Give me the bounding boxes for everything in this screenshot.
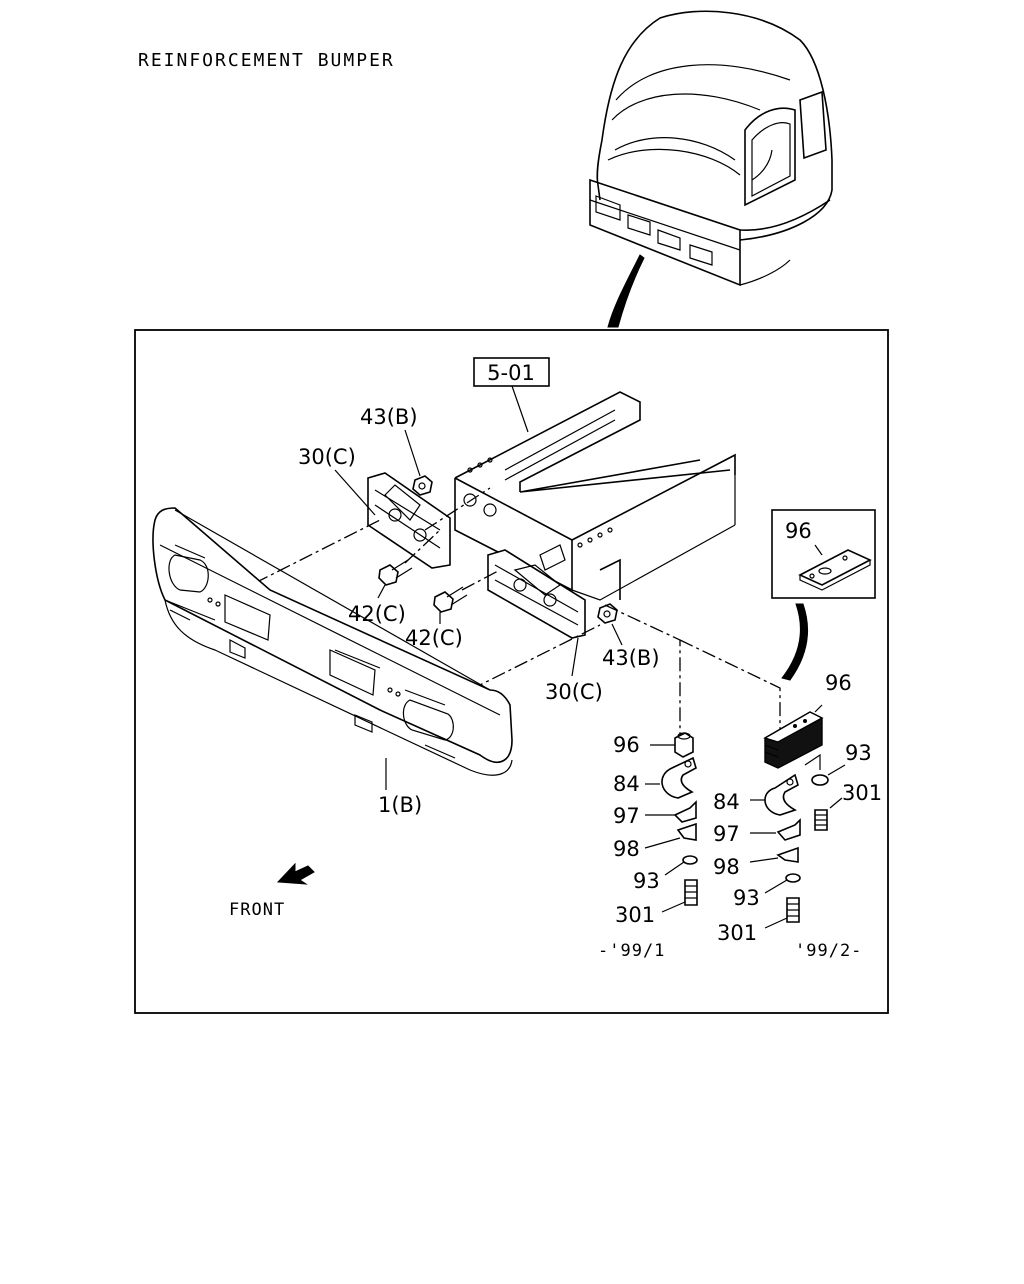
bracket-97-left (645, 800, 697, 823)
washer-93-right-2 (764, 873, 801, 894)
label-98-left: 98 (613, 837, 640, 861)
nut-43b-top (404, 429, 433, 496)
inset-pointer (781, 603, 809, 681)
washer-93-right (811, 764, 846, 786)
label-97-right: 97 (713, 822, 740, 846)
bumper-assembly (152, 507, 513, 790)
bracket-98-right (749, 846, 799, 863)
label-96-right: 96 (825, 671, 852, 695)
truck-cab-illustration (589, 10, 833, 287)
label-84-left: 84 (613, 772, 640, 796)
label-301-left: 301 (615, 903, 655, 927)
bolt-301-right (814, 797, 843, 831)
label-96-inset: 96 (785, 519, 812, 543)
bracket-right (487, 549, 586, 639)
label-97-left: 97 (613, 804, 640, 828)
spacer-96-right (763, 704, 824, 770)
bolt-301-right-2 (764, 897, 800, 929)
label-93-left: 93 (633, 869, 660, 893)
label-93-right-2: 93 (733, 886, 760, 910)
label-1b: 1(B) (378, 793, 422, 817)
label-84-right: 84 (713, 790, 740, 814)
chassis-frame (454, 391, 736, 601)
label-42c-b: 42(C) (405, 626, 463, 650)
bolt-301-left (661, 879, 698, 913)
label-96-left: 96 (613, 733, 640, 757)
label-93-right: 93 (845, 741, 872, 765)
align-line-4 (604, 604, 681, 735)
label-301-right: 301 (842, 781, 882, 805)
washer-93-left (664, 855, 698, 876)
label-30c-top: 30(C) (298, 445, 356, 469)
inset-box-96 (771, 509, 876, 599)
cab-pointer (607, 254, 645, 328)
nut-43b-mid (597, 603, 623, 646)
label-43b-top: 43(B) (360, 405, 418, 429)
align-line-5 (679, 639, 781, 730)
spacer-96-left (650, 732, 694, 758)
hook-84-left (645, 756, 697, 799)
period-right: '99/2- (795, 941, 862, 961)
period-left: -'99/1 (598, 941, 665, 961)
reference-box: 5-01 (473, 357, 550, 433)
align-line-1 (254, 519, 381, 584)
front-label: FRONT (229, 900, 285, 920)
front-arrow-icon (276, 862, 315, 885)
bracket-left (367, 472, 451, 569)
reference-label: 5-01 (487, 361, 535, 385)
bolt-42c-a (377, 529, 441, 599)
label-43b-mid: 43(B) (602, 646, 660, 670)
bolt-42c-b (433, 569, 501, 624)
hook-84-right (750, 773, 799, 816)
diagram-title: REINFORCEMENT BUMPER (138, 50, 395, 71)
align-line-3 (424, 487, 491, 531)
bracket-98-left (644, 822, 697, 849)
label-98-right: 98 (713, 855, 740, 879)
label-42c-a: 42(C) (348, 602, 406, 626)
detail-frame (134, 329, 889, 1014)
label-30c-mid: 30(C) (545, 680, 603, 704)
bracket-97-right (750, 818, 801, 841)
label-301-right-2: 301 (717, 921, 757, 945)
